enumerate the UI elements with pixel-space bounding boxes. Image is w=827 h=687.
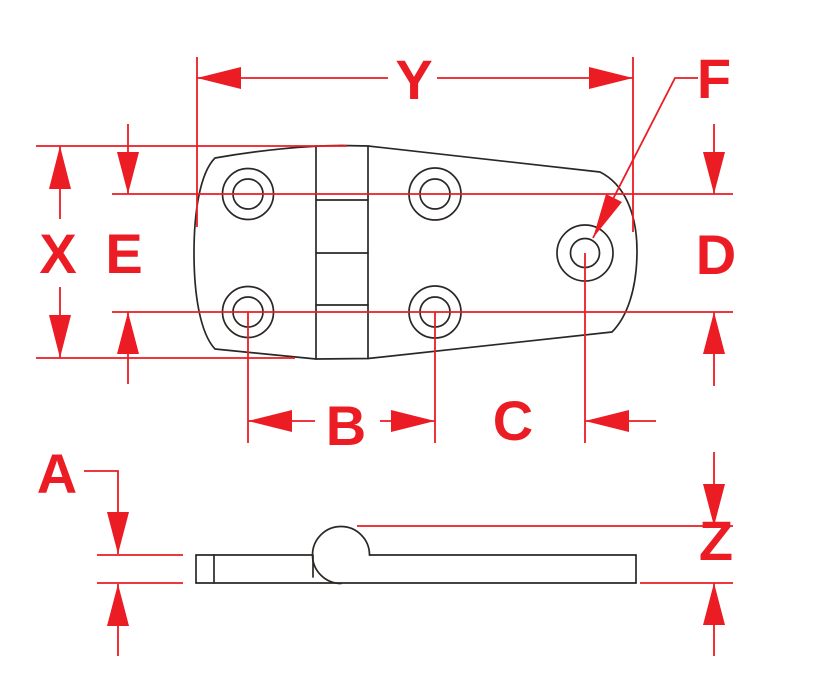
dim-X: X bbox=[36, 145, 347, 359]
dim-Y: Y bbox=[196, 48, 634, 232]
dimension-label-f: F bbox=[697, 47, 731, 110]
dimension-label-c: C bbox=[493, 389, 533, 452]
dim-F: F bbox=[592, 47, 731, 239]
dim-C: C bbox=[493, 253, 656, 452]
top-view bbox=[193, 144, 638, 360]
side-view bbox=[195, 525, 637, 585]
dimension-label-x: X bbox=[39, 222, 76, 285]
dimension-label-y: Y bbox=[395, 48, 432, 111]
dim-Z: Z bbox=[357, 452, 733, 656]
dim-D: D bbox=[696, 124, 736, 386]
dimension-label-e: E bbox=[105, 222, 142, 285]
dimension-label-z: Z bbox=[699, 509, 733, 572]
dim-E: E bbox=[105, 124, 143, 384]
dimension-label-a: A bbox=[37, 442, 77, 505]
dimension-label-d: D bbox=[696, 223, 736, 286]
dim-B: B bbox=[247, 312, 436, 457]
side-view-barrel bbox=[311, 525, 371, 585]
dimension-label-b: B bbox=[326, 394, 366, 457]
dim-A: A bbox=[37, 442, 183, 656]
